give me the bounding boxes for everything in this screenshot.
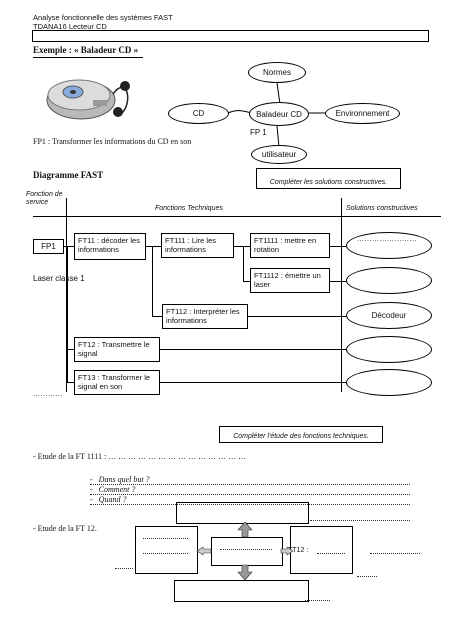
solution-ellipse-3[interactable]: [346, 336, 432, 363]
ft11-box: FT11 : décoder les informations: [74, 233, 146, 260]
ft12-bottom-box[interactable]: [174, 580, 309, 602]
fast-instruction: Compléter les solutions constructives.: [256, 168, 401, 189]
ft112-box: FT112 : Interpréter les informations: [162, 304, 248, 329]
ft12-inline-label: FT12 :: [288, 547, 309, 554]
ft12-dots-bottom: [305, 600, 330, 601]
conn-ft11-ft111: [146, 246, 161, 247]
ft12-arrows: [196, 521, 294, 581]
ft12-dots-center: [220, 549, 272, 550]
col-header-fonction: Fonction de service: [26, 191, 63, 206]
conn-ft111-trunk: [243, 246, 244, 281]
q1-text: Dans quel but ?: [98, 475, 150, 484]
ft12-study-heading: - Etude de la FT 12.: [33, 524, 97, 533]
conn-ft13: [67, 382, 74, 383]
ft12-dots-outer-left: [115, 568, 133, 569]
ft12-dots-left-2: [143, 553, 188, 554]
conn-ft112: [152, 316, 162, 317]
ft12-dots-right-1: [317, 553, 345, 554]
laser-label: Laser classe 1: [33, 274, 85, 283]
col-header-solutions: Solutions constructives: [346, 205, 418, 212]
ft1111-study-heading: - Etude de la FT 1111 : … … … … … … … … …: [33, 452, 247, 461]
bubble-environnement: Environnement: [325, 103, 400, 124]
header-rule-box: [32, 30, 429, 42]
conn-ft1112: [243, 281, 250, 282]
cd-player-image: [33, 64, 143, 126]
ft12-dots-outer-right: [357, 576, 377, 577]
doc-header-line1: Analyse fonctionnelle des systèmes FAST: [33, 13, 173, 22]
col-header-techniques: Fonctions Techniques: [155, 205, 223, 212]
ft1111-box: FT1111 : mettre en rotation: [250, 233, 330, 258]
example-underline: [33, 57, 143, 58]
fast-fp1-box: FP1: [33, 239, 64, 254]
solution-ellipse-1[interactable]: [346, 232, 432, 259]
fast-col-sep-left: [66, 198, 67, 392]
q3-text: Quand ?: [98, 495, 127, 504]
ft13-box: FT13 : Transformer le signal en son: [74, 370, 160, 395]
ft12-left-box[interactable]: [135, 526, 198, 574]
ft1112-box: FT1112 : émettre un laser: [250, 268, 330, 293]
fast-bottom-dots: …………: [33, 390, 63, 398]
study-instruction: Compléter l'étude des fonctions techniqu…: [219, 426, 383, 443]
ft12-dots-row1: [310, 520, 410, 521]
ft12-box: FT12 : Transmettre le signal: [74, 337, 160, 362]
conn-trunk: [67, 246, 68, 382]
question-dans-quel-but: - Dans quel but ?: [90, 475, 410, 485]
bubble-baladeur: Baladeur CD: [249, 102, 309, 126]
fp1-description: FP1 : Transformer les informations du CD…: [33, 137, 192, 146]
conn-ft13-sol: [160, 382, 346, 383]
question-quand: - Quand ?: [90, 495, 410, 505]
ft111-box: FT111 : Lire les informations: [161, 233, 234, 258]
conn-fp1-ft11: [64, 246, 74, 247]
fp1-connector-label: FP 1: [250, 128, 267, 137]
conn-ft11-trunk: [152, 246, 153, 316]
question-comment: - Comment ?: [90, 485, 410, 495]
bubble-cd: CD: [168, 103, 229, 124]
solution-ellipse-2[interactable]: [346, 267, 432, 294]
ft12-top-box[interactable]: [176, 502, 309, 524]
solution-1-dots: ……………………: [357, 235, 417, 243]
conn-ft1111-sol: [330, 246, 346, 247]
solution-ellipse-4[interactable]: [346, 369, 432, 396]
solution-ellipse-decodeur: Décodeur: [346, 302, 432, 329]
ft12-dots-left-1: [143, 538, 188, 539]
conn-ft12-sol: [160, 349, 346, 350]
conn-ft111-ft1111: [234, 246, 250, 247]
example-title: Exemple : « Baladeur CD »: [33, 45, 139, 55]
fast-header-rule: [33, 216, 441, 217]
conn-ft112-sol: [248, 316, 346, 317]
conn-ft1112-sol: [330, 281, 346, 282]
fast-title: Diagramme FAST: [33, 170, 104, 180]
ft12-dots-right-2: [370, 553, 420, 554]
bubble-normes: Normes: [248, 62, 306, 83]
conn-ft12: [67, 349, 74, 350]
doc-header-line2: TDANA16 Lecteur CD: [33, 22, 107, 31]
fast-col-sep-right: [341, 198, 342, 392]
q2-text: Comment ?: [98, 485, 136, 494]
bubble-utilisateur: utilisateur: [251, 145, 307, 164]
